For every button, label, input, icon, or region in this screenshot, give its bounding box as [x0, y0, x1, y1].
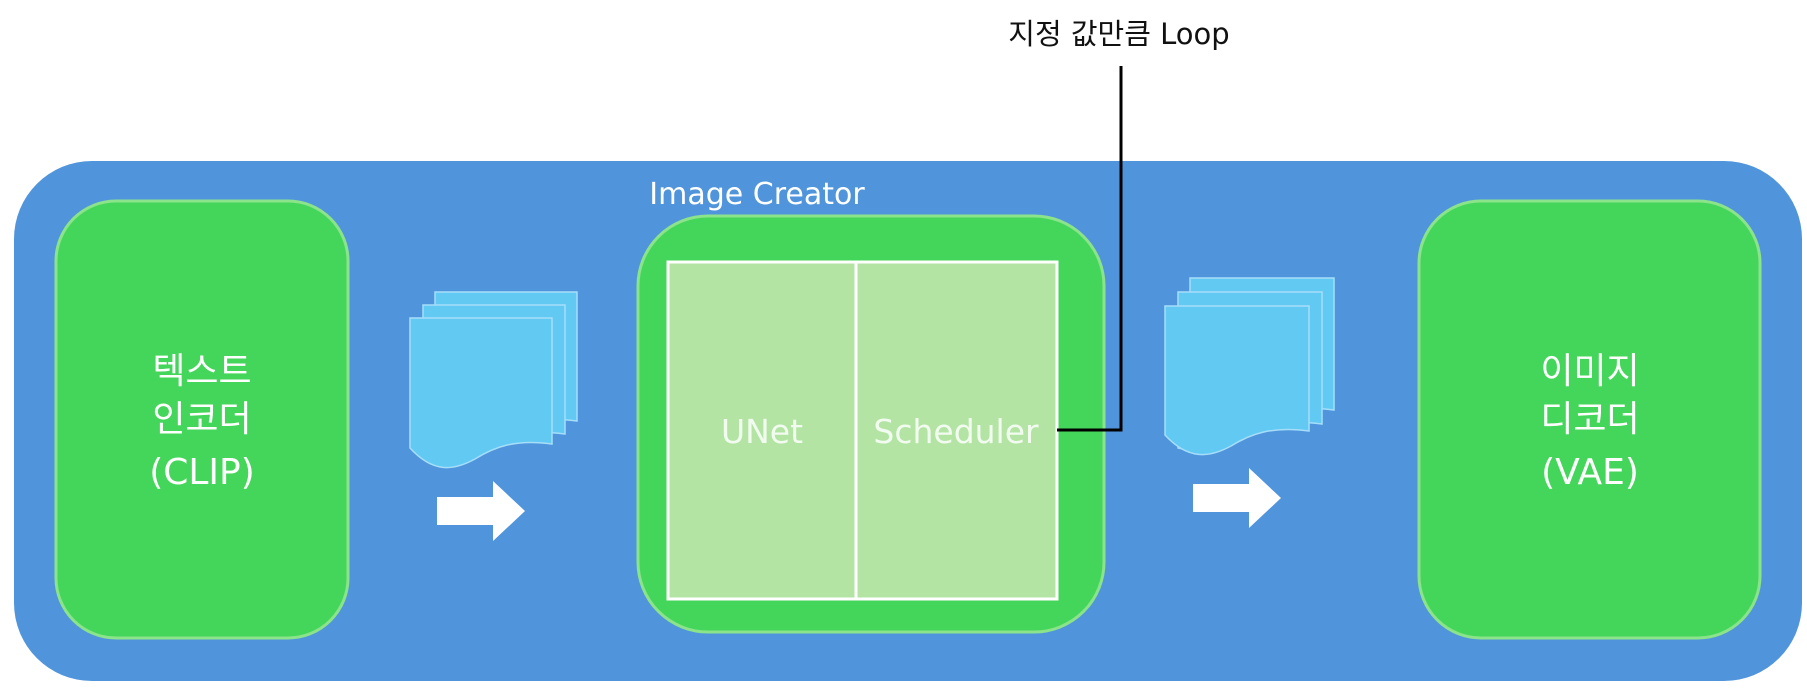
image-creator-title: Image Creator — [649, 177, 865, 212]
unet-label: UNet — [721, 412, 803, 451]
loop-callout-line — [1057, 66, 1123, 432]
text-encoder-label-line3: (CLIP) — [149, 452, 255, 493]
document-sheet-front — [409, 317, 553, 469]
image-decoder-label-line3: (VAE) — [1541, 452, 1639, 493]
arrow-right-icon — [1193, 468, 1281, 528]
image-decoder-block: 이미지 디코더 (VAE) — [1417, 199, 1762, 640]
text-encoder-box — [54, 199, 350, 640]
image-creator-block: Image Creator UNet Scheduler — [636, 177, 1106, 634]
arrow-right-icon — [437, 481, 525, 541]
text-encoder-label-line2: 인코더 — [152, 399, 251, 440]
text-encoder-block: 텍스트 인코더 (CLIP) — [54, 199, 350, 640]
image-decoder-box — [1417, 199, 1762, 640]
text-encoder-label-line1: 텍스트 — [152, 351, 251, 392]
loop-callout-label: 지정 값만큼 Loop — [1008, 17, 1229, 51]
image-decoder-label-line2: 디코더 — [1540, 399, 1639, 440]
document-sheet-front — [1164, 305, 1310, 456]
latents-document-stack — [1164, 277, 1335, 456]
image-decoder-label-line1: 이미지 — [1540, 351, 1639, 392]
scheduler-label: Scheduler — [873, 412, 1039, 451]
embeddings-document-stack — [409, 291, 578, 469]
